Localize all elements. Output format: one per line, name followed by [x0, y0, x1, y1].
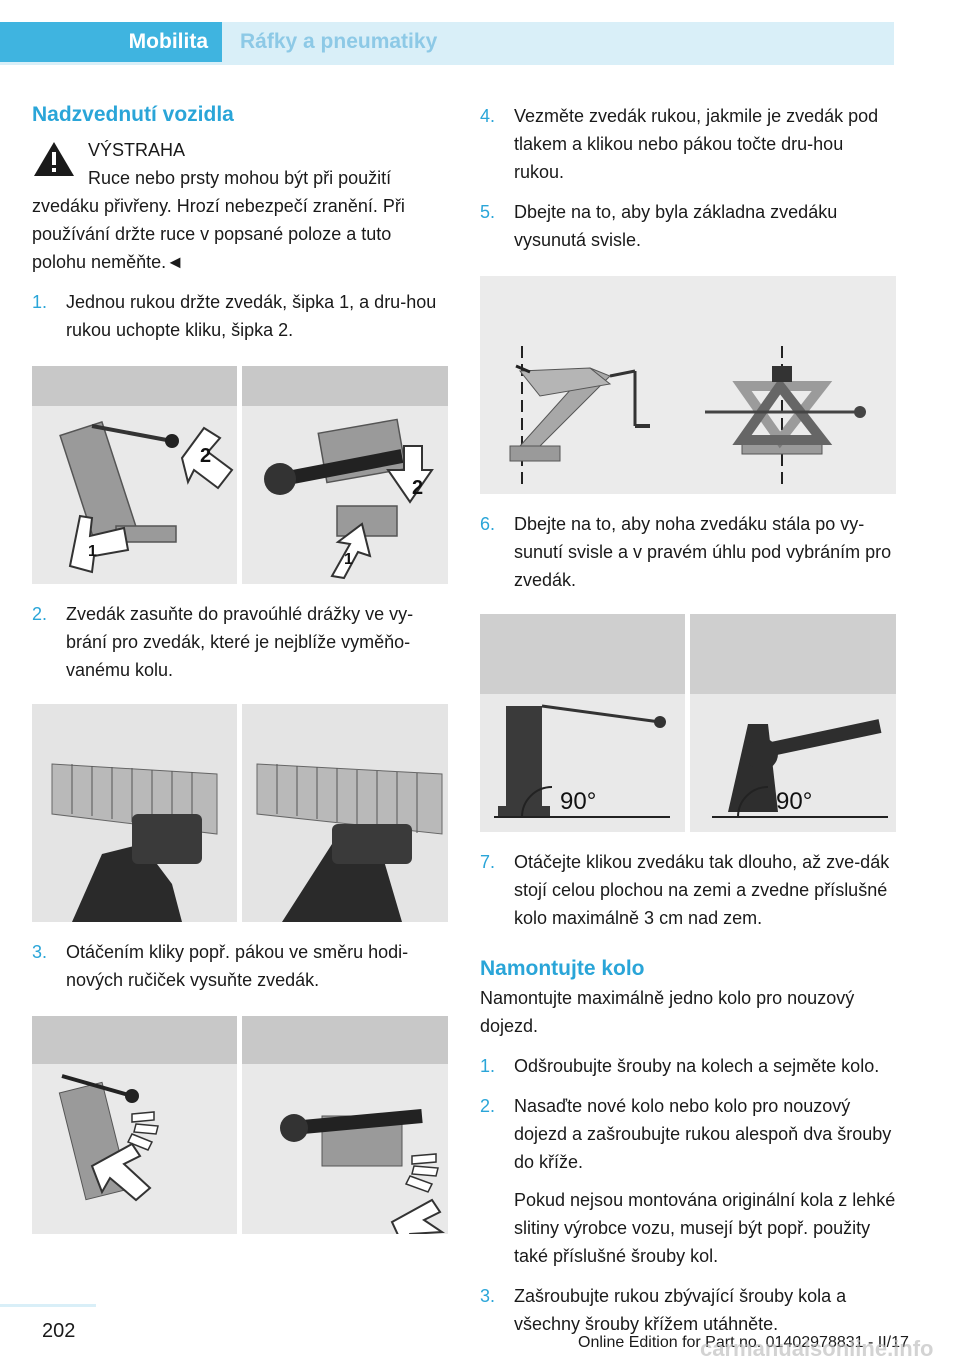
arrow-label: 1: [344, 551, 353, 568]
jack-groove-illustration: [32, 704, 448, 922]
left-column: Nadzvednutí vozidla VÝSTRAHA Ruce nebo p…: [32, 100, 450, 1250]
angle-label: 90°: [776, 788, 812, 815]
list-item: 1. Odšroubujte šrouby na kolech a sejměte…: [480, 1052, 898, 1080]
step-text: Dbejte na to, aby byla základna zvedáku …: [514, 202, 838, 250]
steps-list: 2. Zvedák zasuňte do pravoúhlé drážky ve …: [32, 600, 450, 684]
steps-list: 3. Zašroubujte rukou zbývající šrouby kol…: [480, 1282, 898, 1338]
section-tab[interactable]: Mobilita: [0, 22, 222, 62]
warning-text: zvedáku přivřeny. Hrozí nebezpečí zraněn…: [32, 196, 405, 272]
edition-text: Online Edition for Part no. 01402978831 …: [578, 1334, 909, 1351]
steps-list: 1. Odšroubujte šrouby na kolech a sejměte…: [480, 1052, 898, 1176]
step-number: 5.: [480, 202, 496, 222]
warning-triangle-icon: [34, 142, 74, 176]
list-item: 3. Zašroubujte rukou zbývající šrouby kol…: [480, 1282, 898, 1338]
arrow-label: 1: [88, 543, 97, 560]
section-heading: Namontujte kolo: [480, 957, 645, 980]
right-column: 4. Vezměte zvedák rukou, jakmile je zvedá…: [480, 102, 898, 1338]
arrow-label: 2: [412, 477, 423, 499]
list-item: 2. Nasaďte nové kolo nebo kolo pro nouzov…: [480, 1092, 898, 1176]
steps-list: 7. Otáčejte klikou zvedáku tak dlouho, až…: [480, 848, 898, 932]
step-text: Nasaďte nové kolo nebo kolo pro nouzový …: [514, 1096, 892, 1172]
step-number: 3.: [480, 1286, 496, 1306]
intro-text: Namontujte maximálně jedno kolo pro nouz…: [480, 988, 855, 1036]
warning-first-line: Ruce nebo prsty mohou být při použití: [88, 168, 392, 188]
page-header: Mobilita Ráfky a pneumatiky: [0, 22, 894, 62]
step-number: 3.: [32, 942, 48, 962]
section-heading: Nadzvednutí vozidla: [32, 103, 234, 126]
list-item: 4. Vezměte zvedák rukou, jakmile je zvedá…: [480, 102, 898, 186]
step-text: Jednou rukou držte zvedák, šipka 1, a dr…: [66, 292, 437, 340]
list-item: 7. Otáčejte klikou zvedáku tak dlouho, až…: [480, 848, 898, 932]
step-number: 4.: [480, 106, 496, 126]
step-text: Odšroubujte šrouby na kolech a sejměte k…: [514, 1056, 880, 1076]
step-number: 7.: [480, 852, 496, 872]
header-rule: [0, 62, 894, 65]
step-text: Zvedák zasuňte do pravoúhlé drážky ve vy…: [66, 604, 414, 680]
warning-title: VÝSTRAHA: [88, 140, 186, 160]
step-number: 1.: [480, 1056, 496, 1076]
list-item: 6. Dbejte na to, aby noha zvedáku stála p…: [480, 510, 898, 594]
list-item: 5. Dbejte na to, aby byla základna zvedák…: [480, 198, 898, 254]
figure-jack-angle: 90° 90°: [480, 614, 896, 832]
jack-angle-illustration: 90° 90°: [480, 614, 896, 832]
step-text: Dbejte na to, aby noha zvedáku stála po …: [514, 514, 892, 590]
steps-list: 1. Jednou rukou držte zvedák, šipka 1, a …: [32, 288, 450, 344]
step-text: Vezměte zvedák rukou, jakmile je zvedák …: [514, 106, 879, 182]
step-number: 6.: [480, 514, 496, 534]
step-text: Otáčením kliky popř. pákou ve směru hodi…: [66, 942, 409, 990]
step-number: 2.: [480, 1096, 496, 1116]
angle-label: 90°: [560, 788, 596, 815]
steps-list: 6. Dbejte na to, aby noha zvedáku stála p…: [480, 510, 898, 594]
watermark: carmanualsonline.info: [700, 1336, 934, 1361]
note-text: Pokud nejsou montována originální kola z…: [514, 1190, 896, 1266]
step-text: Otáčejte klikou zvedáku tak dlouho, až z…: [514, 852, 890, 928]
figure-jack-groove: [32, 704, 448, 922]
steps-list: 4. Vezměte zvedák rukou, jakmile je zvedá…: [480, 102, 898, 254]
jack-hold-illustration: 2 1 2 1: [32, 366, 448, 584]
page-number: 202: [42, 1320, 76, 1342]
list-item: 1. Jednou rukou držte zvedák, šipka 1, a …: [32, 288, 450, 344]
figure-jack-hold: 2 1 2 1: [32, 366, 448, 584]
step-text: Zašroubujte rukou zbývající šrouby kola …: [514, 1286, 847, 1334]
arrow-label: 2: [200, 445, 211, 467]
figure-jack-extend: [32, 1016, 448, 1234]
steps-list: 3. Otáčením kliky popř. pákou ve směru ho…: [32, 938, 450, 994]
step-number: 2.: [32, 604, 48, 624]
step-number: 1.: [32, 292, 48, 312]
jack-extend-illustration: [32, 1016, 448, 1234]
figure-jack-vertical: [480, 276, 896, 494]
footer-rule: [0, 1304, 96, 1307]
list-item: 3. Otáčením kliky popř. pákou ve směru ho…: [32, 938, 450, 994]
list-item: 2. Zvedák zasuňte do pravoúhlé drážky ve …: [32, 600, 450, 684]
warning-block: VÝSTRAHA Ruce nebo prsty mohou být při p…: [32, 136, 450, 192]
chapter-tab[interactable]: Ráfky a pneumatiky: [222, 22, 894, 62]
jack-vertical-illustration: [480, 276, 896, 494]
